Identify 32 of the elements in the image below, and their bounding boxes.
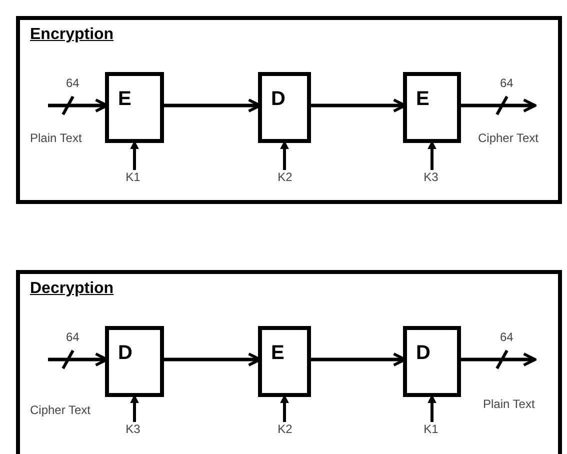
bus-width-label: 64 [499, 76, 514, 90]
signal-label: Cipher Text [30, 403, 90, 417]
key-label: K3 [122, 422, 144, 438]
panel-heading: Decryption [30, 280, 114, 298]
cipher-block: D [258, 72, 311, 143]
signal-label: Plain Text [483, 397, 535, 411]
bus-width-label: 64 [65, 330, 80, 344]
key-input-arrow [428, 394, 436, 422]
arrow [459, 96, 536, 116]
signal-label: Cipher Text [478, 131, 538, 145]
key-label: K3 [420, 170, 442, 186]
panel-frame [16, 270, 562, 454]
key-input-arrow [428, 140, 436, 170]
panel-heading: Encryption [30, 26, 114, 44]
cipher-block: D [105, 326, 164, 397]
key-label: K1 [420, 422, 442, 438]
signal-label: Plain Text [30, 131, 82, 145]
cipher-block: E [105, 72, 164, 143]
key-label: K2 [274, 170, 296, 186]
bus-width-label: 64 [499, 330, 514, 344]
key-label: K1 [122, 170, 144, 186]
key-label: K2 [274, 422, 296, 438]
bus-width-label: 64 [65, 76, 80, 90]
key-input-arrow [130, 140, 139, 170]
key-input-arrow [280, 140, 289, 170]
key-input-arrow [130, 394, 139, 422]
cipher-block: E [403, 72, 461, 143]
arrow [459, 350, 536, 370]
cipher-block: E [258, 326, 311, 397]
cipher-block: D [403, 326, 461, 397]
key-input-arrow [280, 394, 289, 422]
panel-frame [16, 16, 562, 204]
